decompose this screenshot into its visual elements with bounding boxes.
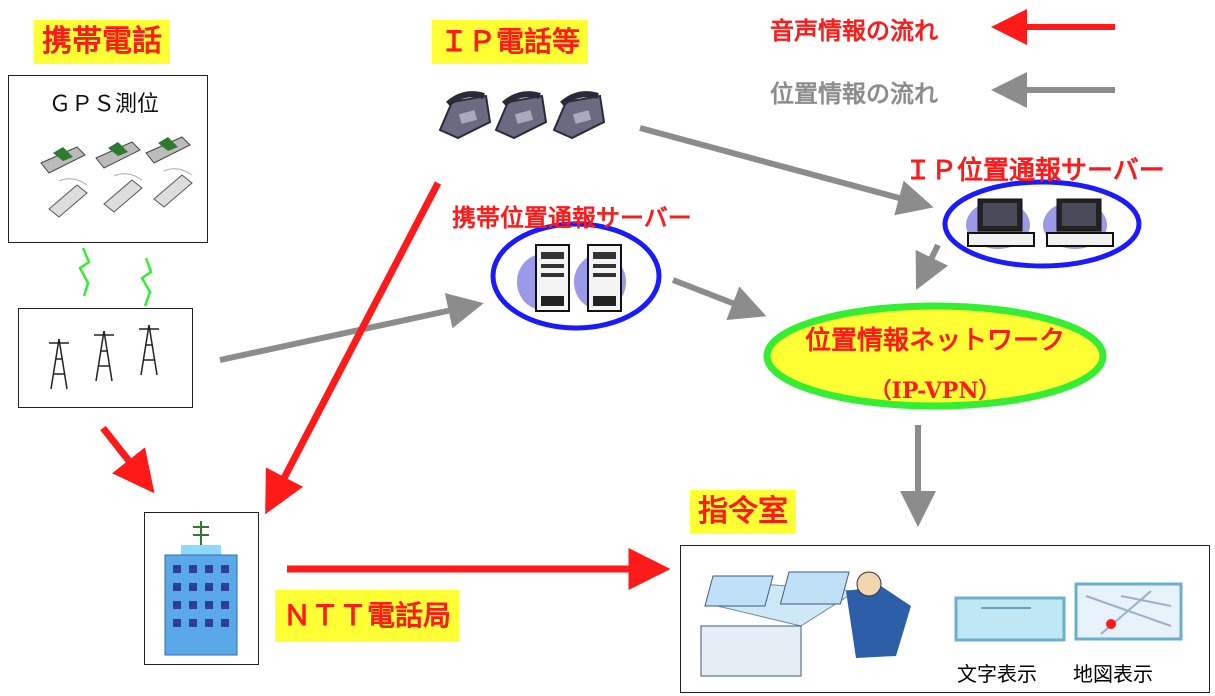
arrow-ip-server-to-network [915, 243, 948, 291]
arrow-ipphone-to-ip-server [639, 125, 934, 216]
operator-console-icon [700, 571, 1183, 677]
ip-phone-label: ＩＰ電話等 [432, 20, 589, 64]
arrow-ipphone-to-ntt [265, 181, 442, 515]
command-room-label: 指令室 [690, 490, 796, 534]
network-sublabel: （IP-VPN） [869, 378, 1001, 404]
legend-location-label: 位置情報の流れ [770, 79, 938, 108]
antenna-box [18, 308, 193, 408]
gps-phones-icon [40, 136, 193, 218]
ntt-building-box [144, 512, 259, 665]
server-rack-icon [517, 244, 626, 312]
arrow-antenna-to-ntt [100, 425, 155, 494]
mobile-phone-label: 携帯電話 [34, 20, 170, 64]
command-room-box: 文字表示 地図表示 [680, 545, 1210, 693]
desktop-computer-icon [966, 198, 1114, 249]
ip-server-label: ＩＰ位置通報サーバー [905, 156, 1165, 186]
gps-box: ＧＰＳ測位 [8, 75, 208, 243]
network-oval [763, 302, 1107, 410]
map-display-label: 地図表示 [1073, 662, 1153, 686]
gps-label: ＧＰＳ測位 [49, 92, 160, 117]
network-label: 位置情報ネットワーク [805, 326, 1066, 356]
arrow-antenna-to-mobile-server [219, 293, 484, 363]
arrow-mobile-server-to-network [671, 277, 767, 321]
antenna-tower-icon [49, 324, 159, 390]
ntt-label: ＮＴＴ電話局 [275, 590, 460, 642]
telephone-building-icon [164, 521, 238, 656]
mobile-server-label: 携帯位置通報サーバー [452, 203, 692, 232]
ip-phone-icon [438, 91, 606, 140]
wireless-signal-icon [78, 247, 153, 307]
text-display-label: 文字表示 [957, 662, 1037, 686]
legend-voice-label: 音声情報の流れ [770, 16, 938, 45]
